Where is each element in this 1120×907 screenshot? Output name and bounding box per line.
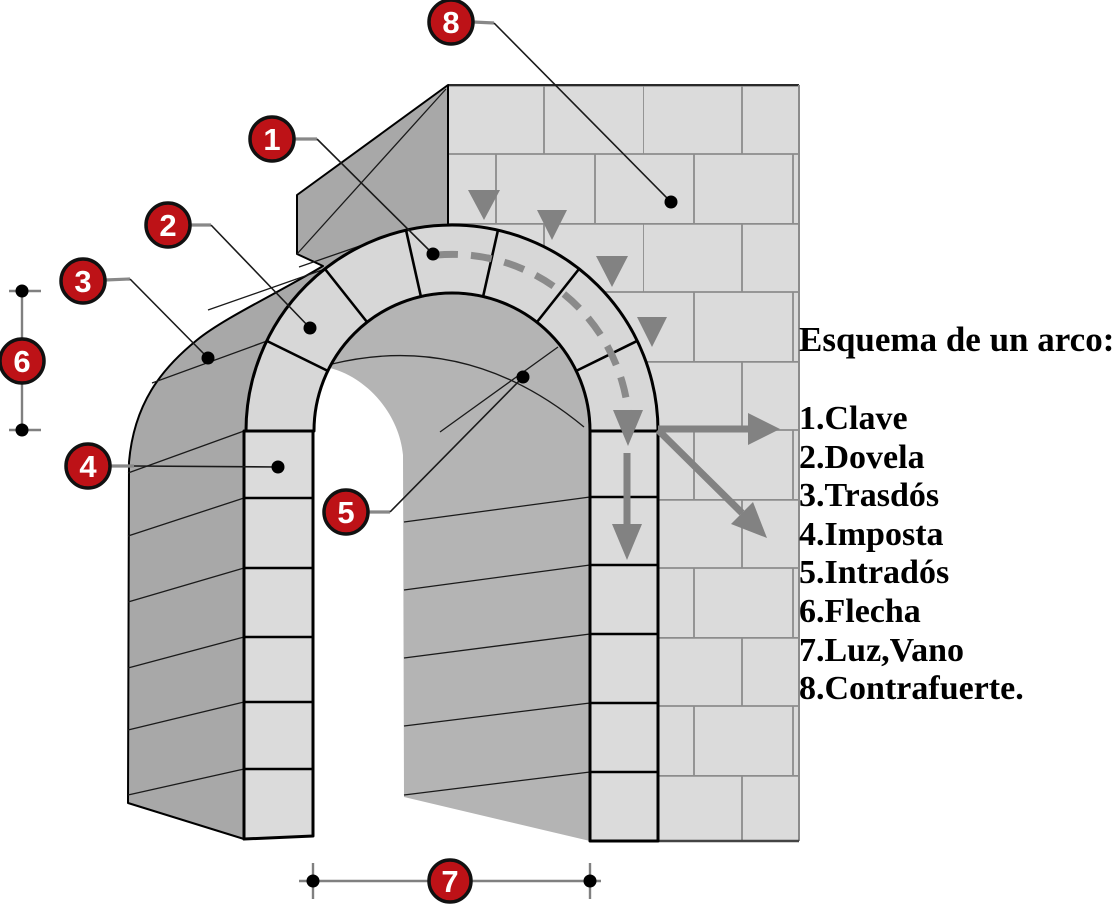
top-bevel-line [296,88,447,255]
voussoir-joint [535,268,581,323]
leader-dot [303,321,317,335]
callout-leaders [104,20,678,514]
legend: Esquema de un arco: 1.Clave 2.Dovela 3.T… [799,320,1115,708]
legend-items: 1.Clave 2.Dovela 3.Trasdós 4.Imposta 5.I… [799,400,1024,709]
left-jamb-face [242,429,315,841]
legend-title: Esquema de un arco: [799,320,1115,359]
leader-line [493,22,672,203]
callout-circle [427,0,475,46]
leader-stub [472,20,495,25]
pressure-arrowhead-icon [613,410,643,446]
callout-4: 4 [64,442,112,490]
voussoir-joint [481,229,500,298]
right-jamb [588,429,660,843]
callout-number: 5 [337,495,354,530]
intrados-sweep-line [331,354,585,428]
callout-circle [144,201,192,249]
leader-line [210,224,311,329]
voussoir-joint [323,268,369,323]
intrados-surface [330,294,591,842]
callout-circle [322,488,370,536]
callout-7: 7 [427,858,473,904]
leader-line [316,138,434,255]
intrados-sweep-line [403,564,591,591]
leader-dot [426,247,440,261]
voussoir-joint [266,339,329,373]
legend-item: 5.Intradós [799,554,950,592]
callout-circle [248,115,296,163]
vertical-force-arrowhead-icon [612,524,642,560]
leader-line [129,278,209,359]
pressure-dashed-arc [436,250,633,419]
legend-item: 2.Dovela [799,438,925,476]
leader-dot [516,370,530,384]
leader-line [389,376,524,513]
jamb-side-sweep-line [127,497,245,537]
left-jamb [242,429,315,841]
callout-number: 2 [159,208,176,243]
callout-circle [0,337,46,385]
legend-item: 4.Imposta [799,515,944,553]
legend-item: 1.Clave [799,400,908,437]
jamb-side-sweep-line [127,701,245,731]
callout-2: 2 [144,201,192,249]
intrados-sweep-line [403,771,591,796]
leader-dot [664,195,678,209]
callout-circle [427,858,473,904]
legend-item: 6.Flecha [799,592,921,630]
leader-dot [201,351,215,365]
voussoir-joint [404,229,423,298]
intrados-sweep-line [403,496,591,523]
callout-3: 3 [59,257,107,305]
intrados-sweep-line [403,633,591,659]
load-arrows [468,190,667,347]
load-triangle-icon [596,256,628,287]
legend-item: 8.Contrafuerte. [799,670,1024,708]
callout-8: 8 [427,0,475,46]
load-triangle-icon [637,317,667,347]
callout-1: 1 [248,115,296,163]
legend-item: 3.Trasdós [799,477,940,515]
luz-dim-dot [306,874,320,888]
jamb-side-sweep-line [127,636,245,669]
callout-number: 1 [263,122,280,157]
callout-5: 5 [322,488,370,536]
trasdos-sweep-line [207,268,326,311]
leader-dot [271,460,285,474]
horizontal-thrust-arrowhead-icon [748,413,780,445]
intrados-sweep-line [439,346,559,433]
callout-number: 6 [13,344,30,379]
wall-masonry-joints [448,85,799,841]
callout-circle [59,257,107,305]
leader-stub [104,277,131,282]
voussoir-ring [244,223,660,433]
thrust-arrows [436,250,780,560]
intrados-polygon [330,294,590,842]
jamb-side-sweep-line [127,567,245,603]
diagonal-thrust-arrowhead-icon [731,502,767,538]
callout-circle [64,442,112,490]
luz-dim-dot [583,874,597,888]
diagonal-thrust-shaft [655,427,745,516]
callout-number: 3 [74,264,91,299]
legend-item: 7.Luz,Vano [799,631,965,669]
leader-line [133,465,279,468]
load-triangle-icon [537,210,567,240]
callout-number: 4 [79,449,97,484]
flecha-dim-dot [15,423,29,437]
voussoir-joint [575,339,638,373]
jamb-side-sweep-line [127,768,245,796]
load-triangle-icon [468,190,500,220]
ring-stones [244,223,660,433]
flecha-dim-dot [15,284,29,298]
right-jamb-face [588,429,660,843]
callout-6: 6 [0,337,46,385]
intrados-sweep-line [403,702,591,727]
callout-number: 7 [441,864,458,899]
callout-number: 8 [442,5,459,40]
